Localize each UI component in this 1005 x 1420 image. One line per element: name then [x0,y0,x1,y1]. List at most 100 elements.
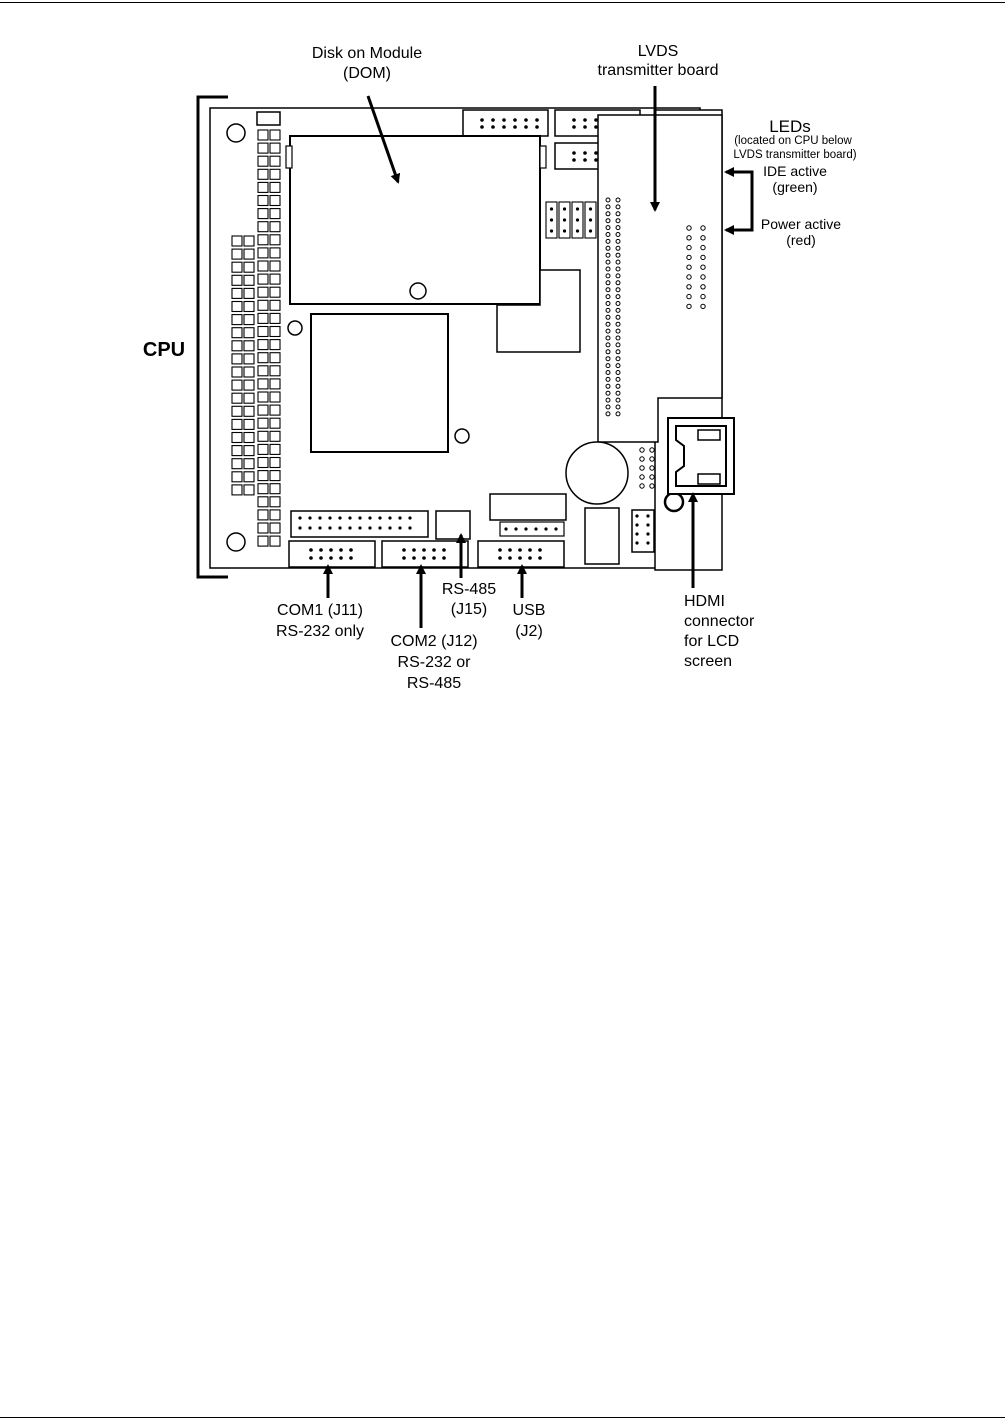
header-pin [502,125,506,129]
connector-pin [231,287,243,299]
lvds-pin [615,328,621,334]
connector-pin [269,260,281,272]
connector-pin [257,325,269,338]
jumper-pin [549,207,554,211]
usb-mid-strip [499,521,565,537]
top-header-1 [462,109,549,137]
header-pin [639,474,645,480]
header-pin [639,465,645,471]
led-pin [700,254,706,261]
header-pin [338,516,342,520]
connector-pin [269,443,281,455]
lvds-pin [615,397,621,403]
jumper-pin [575,207,580,211]
led-pin [686,284,692,290]
connector-pin [269,339,281,351]
header-pin [328,526,332,530]
lvds-pin [615,294,621,300]
connector-pin [257,391,269,403]
connector-pin [257,129,269,141]
rs485-label-line1: RS-485 [442,581,496,598]
lvds-pin [605,328,611,334]
connector-pin [231,484,243,496]
rs485-label-line2: (J15) [451,601,487,618]
connector-pin [231,248,243,260]
usb-j2-header [477,540,565,568]
header-pin [535,125,539,129]
lvds-pin [615,259,621,265]
jumper-pin [562,218,567,222]
header-pin [594,158,598,162]
header-pin [544,527,548,531]
led-pin [700,244,706,251]
lvds-pin [615,204,621,210]
led-pin [686,225,692,231]
mounting-hole [287,320,303,336]
header-pin [348,516,352,520]
lvds-pin [615,390,621,396]
cpu-chip [310,313,449,453]
connector-pin [257,535,269,547]
hdmi-latch [697,429,721,441]
connector-pin [269,430,281,442]
header-pin [480,118,484,122]
led-pin [700,235,706,241]
header-near-battery [639,447,655,489]
connector-pin [269,417,281,429]
led-pins [686,225,706,310]
lvds-pin [605,252,611,258]
connector-pin [257,181,269,193]
connector-pin [243,353,255,365]
header-pin [378,516,382,520]
connector-pin [257,247,269,259]
header-pin [378,526,382,530]
leds-note-line2: LVDS transmitter board) [733,149,856,161]
cpu-bracket [196,95,228,579]
connector-pin [269,378,281,390]
top-rule [0,2,1005,3]
header-pin [639,447,645,453]
header-pin [498,548,502,552]
header-pin [349,548,353,552]
connector-pin [257,208,269,220]
header-pin [554,527,558,531]
header-pin [402,548,406,552]
connector-pin [269,208,281,220]
connector-pin [243,484,255,496]
header-pin [339,548,343,552]
jumper-pin [549,229,554,233]
header-pin [442,548,446,552]
connector-pin [257,365,269,377]
header-pin [329,556,333,560]
header-pin [408,526,412,530]
lvds-pin [605,211,611,217]
dom-screw-hole [409,282,427,300]
lvds-pin [605,307,611,313]
lvds-pin [605,197,611,203]
header-pin [368,516,372,520]
header-pin [339,556,343,560]
lvds-board-pins [605,197,621,417]
small-header [631,509,655,553]
led-pin [700,274,706,280]
header-pin [583,158,587,162]
connector-pin [257,221,269,233]
lvds-label-line1: LVDS [638,43,679,60]
connector-pin [243,471,255,483]
header-pin [514,527,518,531]
jumper-pin [588,229,593,233]
power-active-label: Power active [761,216,841,232]
lvds-pin [615,287,621,293]
lvds-pin [605,390,611,396]
header-pin [432,548,436,552]
header-pin [572,151,576,155]
lvds-pin [605,232,611,237]
com1-label-line1: COM1 (J11) [277,602,363,619]
leds-note-line1: (located on CPU below [734,135,852,147]
connector-pin [243,287,255,299]
jumper-pin [588,218,593,222]
connector-pin [231,235,243,247]
usb-label-line2: (J2) [515,623,543,640]
header-pin [412,548,416,552]
connector-pin [269,234,281,246]
